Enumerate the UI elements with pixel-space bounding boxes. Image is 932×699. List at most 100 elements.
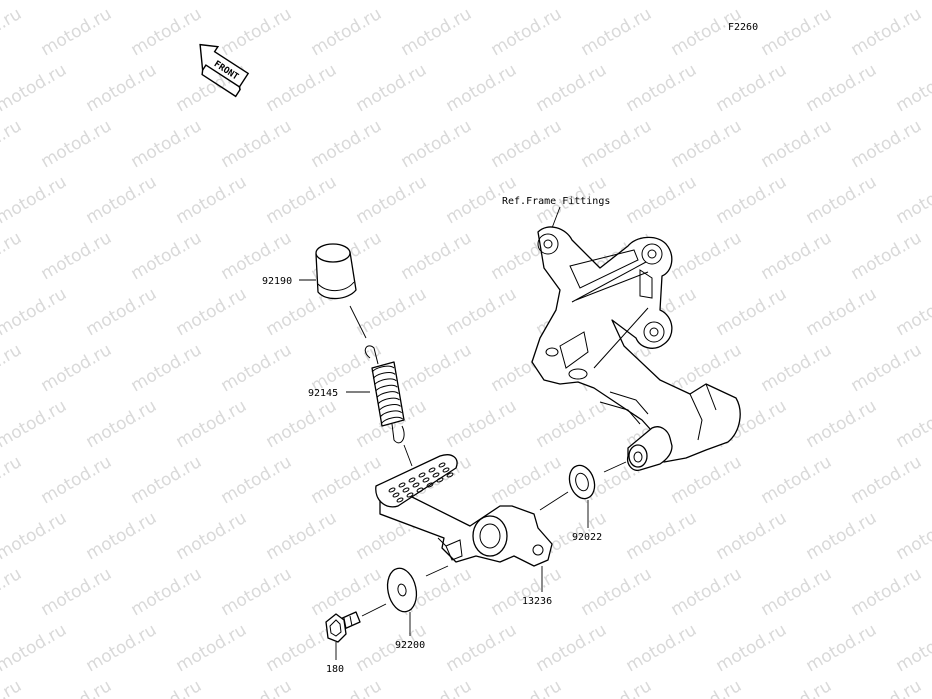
pedal-grip-stud [422, 477, 430, 483]
watermark-text: motod.ru [713, 172, 791, 228]
watermark-text: motod.ru [218, 676, 296, 699]
watermark-text: motod.ru [38, 228, 116, 284]
watermark-text: motod.ru [173, 0, 251, 4]
watermark-text: motod.ru [0, 452, 25, 508]
pedal-grip-stud [396, 497, 404, 503]
watermark-text: motod.ru [38, 564, 116, 620]
spring-coil [371, 365, 395, 373]
watermark-text: motod.ru [173, 396, 251, 452]
watermark-text: motod.ru [83, 396, 161, 452]
pedal-grip-stud [426, 482, 434, 488]
watermark-text: motod.ru [0, 4, 25, 60]
watermark-text: motod.ru [263, 0, 341, 4]
watermark-text: motod.ru [668, 116, 746, 172]
watermark-text: motod.ru [848, 564, 926, 620]
watermark-text: motod.ru [758, 564, 836, 620]
watermark-text: motod.ru [0, 284, 70, 340]
watermark-text: motod.ru [83, 284, 161, 340]
watermark-text: motod.ru [0, 60, 70, 116]
watermark-text: motod.ru [263, 172, 341, 228]
watermark-text: motod.ru [668, 676, 746, 699]
figure-code: F2260 [728, 22, 758, 33]
watermark-text: motod.ru [0, 508, 70, 564]
watermark-text: motod.ru [83, 60, 161, 116]
watermark-text: motod.ru [353, 0, 431, 4]
label-92145: 92145 [308, 388, 338, 399]
watermark-text: motod.ru [83, 620, 161, 676]
part-180-bolt [325, 611, 361, 643]
label-92200: 92200 [395, 640, 425, 651]
watermark-text: motod.ru [443, 396, 521, 452]
watermark-text: motod.ru [0, 396, 70, 452]
watermark-text: motod.ru [218, 564, 296, 620]
watermark-text: motod.ru [398, 340, 476, 396]
watermark-text: motod.ru [893, 172, 932, 228]
pedal-grip-stud [418, 472, 426, 478]
watermark-text: motod.ru [803, 620, 881, 676]
watermark-text: motod.ru [38, 452, 116, 508]
watermark-text: motod.ru [173, 284, 251, 340]
watermark-text: motod.ru [758, 340, 836, 396]
pedal-grip-stud [392, 492, 400, 498]
spring-coil [378, 404, 401, 411]
part-92190-spacer [315, 243, 357, 300]
pedal-grip-stud [398, 482, 406, 488]
watermark-text: motod.ru [353, 60, 431, 116]
label-92190: 92190 [262, 276, 292, 287]
watermark-text: motod.ru [308, 676, 386, 699]
watermark-text: motod.ru [0, 172, 70, 228]
watermark-text: motod.ru [533, 60, 611, 116]
watermark-text: motod.ru [38, 340, 116, 396]
pedal-grip-stud [406, 492, 414, 498]
spring-coil [377, 397, 400, 405]
watermark-text: motod.ru [398, 228, 476, 284]
watermark-text: motod.ru [893, 0, 932, 4]
watermark-text: motod.ru [0, 676, 25, 699]
watermark-text: motod.ru [0, 340, 25, 396]
pedal-grip-stud [432, 472, 440, 478]
label-13236: 13236 [522, 596, 552, 607]
watermark-text: motod.ru [803, 396, 881, 452]
watermark-text: motod.ru [533, 620, 611, 676]
watermark-text: motod.ru [803, 172, 881, 228]
watermark-text: motod.ru [353, 172, 431, 228]
part-13236-brake-pedal [375, 454, 553, 567]
watermark-text: motod.ru [488, 564, 566, 620]
watermark-text: motod.ru [38, 676, 116, 699]
watermark-text: motod.ru [488, 452, 566, 508]
watermark-text: motod.ru [308, 564, 386, 620]
part-92145-spring [364, 345, 405, 444]
watermark-text: motod.ru [848, 4, 926, 60]
watermark-text: motod.ru [308, 116, 386, 172]
watermark-text: motod.ru [578, 116, 656, 172]
pedal-grip-stud [446, 472, 454, 478]
watermark-text: motod.ru [488, 676, 566, 699]
watermark-text: motod.ru [713, 60, 791, 116]
watermark-text: motod.ru [488, 116, 566, 172]
watermark-text: motod.ru [173, 620, 251, 676]
part-92200-flat-washer [386, 567, 418, 613]
spring-coil [381, 416, 404, 424]
watermark-text: motod.ru [218, 452, 296, 508]
spring-coil [376, 391, 399, 398]
watermark-text: motod.ru [353, 284, 431, 340]
watermark-text: motod.ru [83, 172, 161, 228]
watermark-text: motod.ru [308, 452, 386, 508]
watermark-text: motod.ru [173, 172, 251, 228]
watermark-text: motod.ru [623, 0, 701, 4]
part-92022-washer [568, 464, 596, 500]
watermark-text: motod.ru [848, 452, 926, 508]
watermark-text: motod.ru [848, 676, 926, 699]
watermark-text: motod.ru [128, 564, 206, 620]
label-180: 180 [326, 664, 344, 675]
watermark-text: motod.ru [893, 284, 932, 340]
watermark-text: motod.ru [893, 396, 932, 452]
watermark-text: motod.ru [38, 116, 116, 172]
reference-label: Ref.Frame Fittings [502, 196, 610, 207]
watermark-text: motod.ru [713, 0, 791, 4]
watermark-text: motod.ru [578, 4, 656, 60]
watermark-text: motod.ru [578, 564, 656, 620]
pedal-grip-stud [416, 487, 424, 493]
pedal-grip-stud [408, 477, 416, 483]
pedal-grip-stud [428, 467, 436, 473]
